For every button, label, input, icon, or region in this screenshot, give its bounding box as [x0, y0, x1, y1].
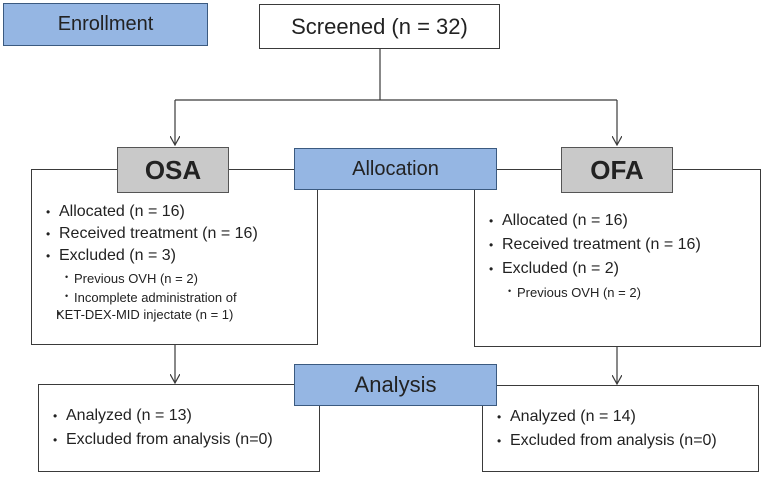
- enrollment-text: Enrollment: [57, 13, 154, 35]
- analysis-text: Analysis: [354, 372, 437, 397]
- osa-group-box: Allocated (n = 16) Received treatment (n…: [31, 169, 318, 345]
- ofa-group-box: Allocated (n = 16) Received treatment (n…: [474, 169, 761, 347]
- osa-item: Allocated (n = 16): [44, 201, 258, 223]
- ofa-sub-item: Previous OVH (n = 2): [507, 283, 701, 301]
- screened-text: Screened (n = 32): [291, 13, 468, 39]
- osa-sub-item: Previous OVH (n = 2): [64, 269, 258, 287]
- analysis-label: Analysis: [294, 364, 497, 406]
- osa-analysis-item: Excluded from analysis (n=0): [51, 429, 273, 451]
- osa-label: OSA: [117, 147, 229, 193]
- screened-box: Screened (n = 32): [259, 4, 500, 49]
- ofa-item: Allocated (n = 16): [487, 210, 701, 232]
- ofa-label: OFA: [561, 147, 673, 193]
- osa-sub-item: Incomplete administration of: [64, 288, 258, 306]
- ofa-analysis-item: Analyzed (n = 14): [495, 406, 717, 428]
- allocation-text: Allocation: [352, 157, 439, 180]
- ofa-analysis-item: Excluded from analysis (n=0): [495, 430, 717, 452]
- osa-sub-item-continued: KET-DEX-MID injectate (n = 1): [56, 305, 258, 323]
- ofa-text: OFA: [590, 154, 644, 185]
- osa-item: Received treatment (n = 16): [44, 223, 258, 245]
- allocation-label: Allocation: [294, 148, 497, 190]
- osa-item: Excluded (n = 3): [44, 245, 258, 267]
- osa-analysis-item: Analyzed (n = 13): [51, 405, 273, 427]
- osa-analysis-box: Analyzed (n = 13) Excluded from analysis…: [38, 384, 320, 472]
- ofa-analysis-box: Analyzed (n = 14) Excluded from analysis…: [482, 385, 759, 472]
- osa-text: OSA: [144, 154, 202, 185]
- enrollment-label: Enrollment: [3, 3, 208, 46]
- ofa-item: Excluded (n = 2): [487, 258, 701, 280]
- ofa-item: Received treatment (n = 16): [487, 234, 701, 256]
